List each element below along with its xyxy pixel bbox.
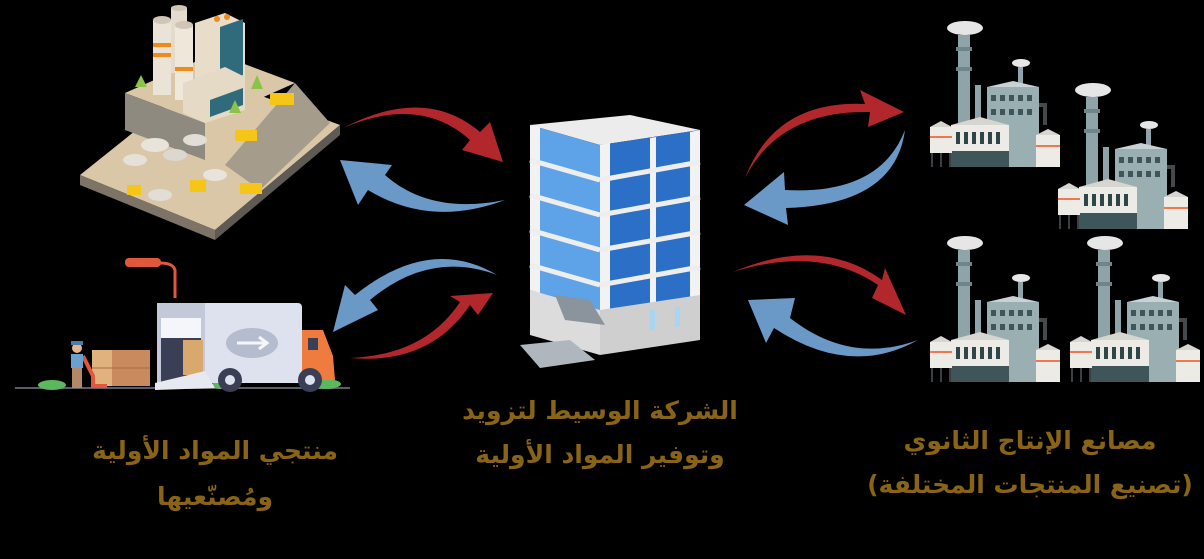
secondary-factories-label-line2: (تصنيع المنتجات المختلفة) xyxy=(867,470,1193,499)
arrow-backward-blue xyxy=(333,259,497,332)
secondary-factories-label: مصانع الإنتاج الثانوي (تصنيع المنتجات ال… xyxy=(860,422,1200,504)
delivery-truck-illustration xyxy=(15,258,350,392)
arrow-forward-red xyxy=(350,293,493,359)
intermediary-label-line2: وتوفير المواد الأولية xyxy=(475,440,725,469)
arrow-backward-blue xyxy=(744,130,905,225)
arrow-backward-blue xyxy=(748,298,918,357)
producers-label: منتجي المواد الأولية ومُصنّعيها xyxy=(70,432,360,516)
intermediary-label-line1: الشركة الوسيط لتزويد xyxy=(462,396,738,425)
arrow-backward-blue xyxy=(340,160,505,212)
intermediary-label: الشركة الوسيط لتزويد وتوفير المواد الأول… xyxy=(450,392,750,474)
secondary-factories-label-line1: مصانع الإنتاج الثانوي xyxy=(903,426,1157,455)
arrow-forward-red xyxy=(343,107,503,162)
producers-label-line1: منتجي المواد الأولية xyxy=(92,436,338,465)
arrow-forward-red xyxy=(745,90,904,178)
office-building-illustration xyxy=(520,115,701,368)
arrow-forward-red xyxy=(733,255,906,315)
mining-site-illustration xyxy=(80,5,340,240)
producers-label-line2: ومُصنّعيها xyxy=(156,482,274,511)
